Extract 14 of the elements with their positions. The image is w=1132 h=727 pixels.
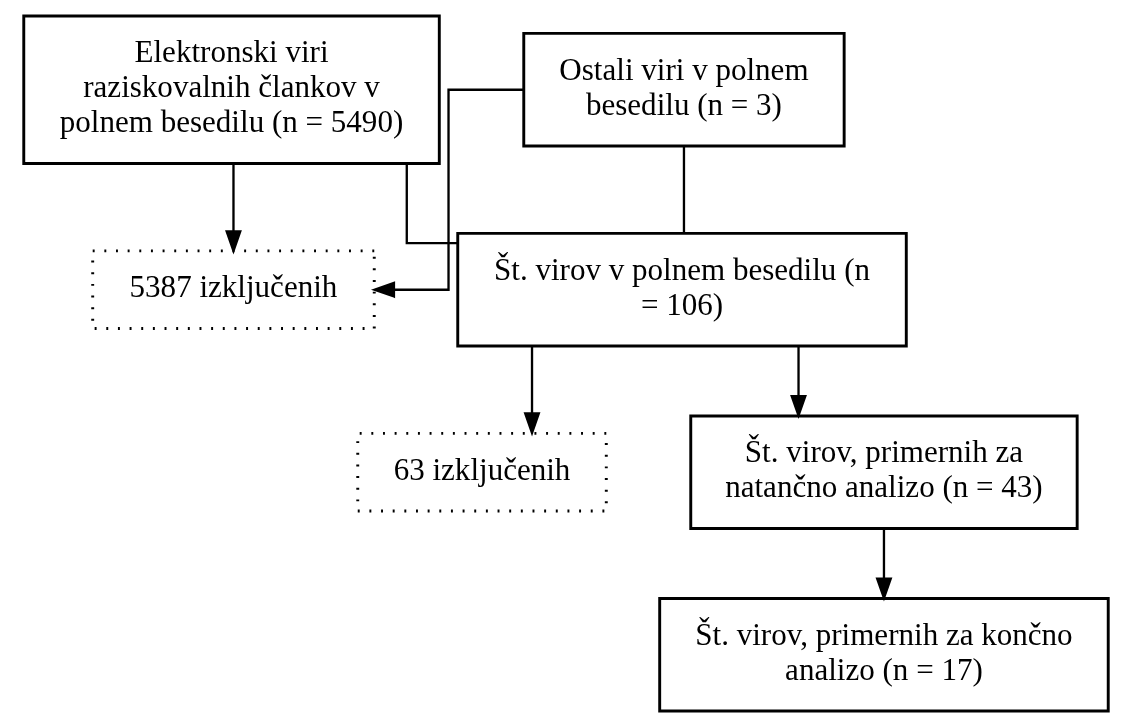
node-box: Elektronski viri raziskovalnih člankov v polnem besedilu (n = 5490) <box>22 14 441 165</box>
connector <box>682 146 686 233</box>
node-box: Št. virov v polnem besedilu (n = 106) <box>456 231 908 348</box>
arrow <box>790 346 807 420</box>
node-box: Št. virov, primernih za natančno analizo (n = 43) <box>689 414 1079 530</box>
node-box: 5387 izključenih <box>91 249 376 330</box>
node-box: 63 izključenih <box>356 431 608 513</box>
arrow <box>225 163 242 255</box>
node-box: Št. virov, primernih za končno analizo (n = 17) <box>658 597 1110 713</box>
arrow <box>523 346 541 437</box>
arrow <box>371 88 524 299</box>
node-box: Ostali viri v polnem besedilu (n = 3) <box>522 31 846 148</box>
arrow <box>875 529 893 602</box>
connector <box>405 163 458 245</box>
